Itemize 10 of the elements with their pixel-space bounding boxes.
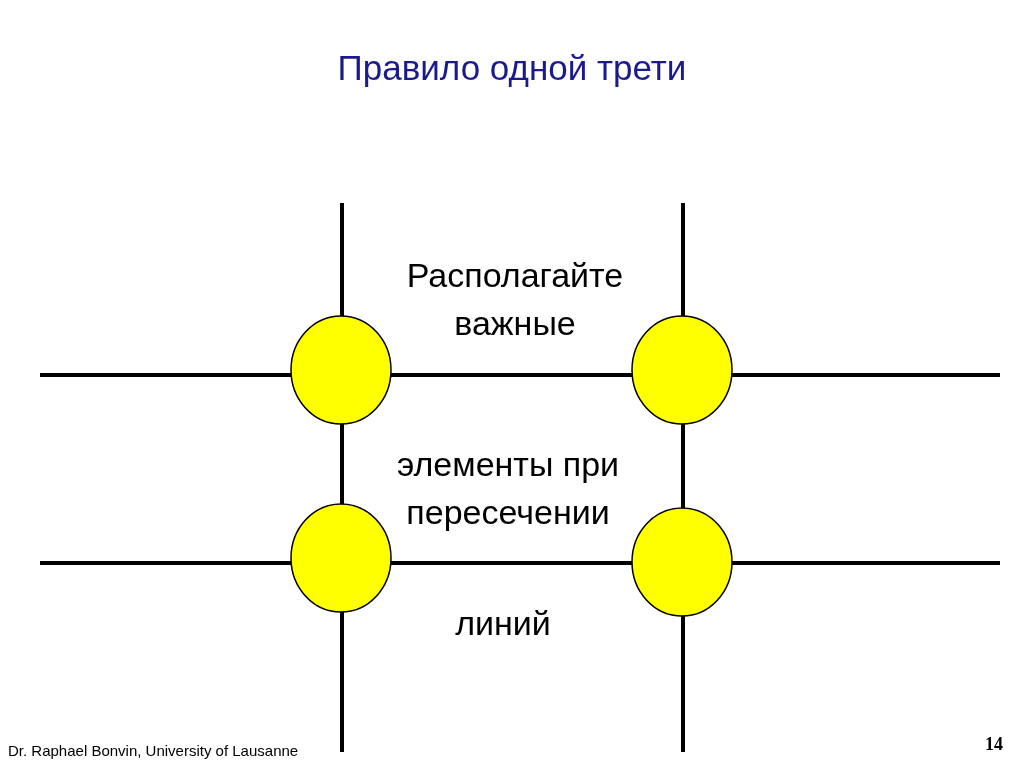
footer-credit: Dr. Raphael Bonvin, University of Lausanne [8, 742, 299, 759]
body-text: Располагайте важные [405, 255, 625, 344]
intersection-circle [290, 315, 392, 425]
page-number: 14 [985, 734, 1003, 755]
title: Правило одной трети [336, 48, 688, 88]
body-text: элементы при пересечении [395, 444, 621, 533]
body-text: линий [454, 603, 552, 644]
intersection-circle [631, 315, 733, 425]
intersection-circle [631, 507, 733, 617]
intersection-circle [290, 503, 392, 613]
